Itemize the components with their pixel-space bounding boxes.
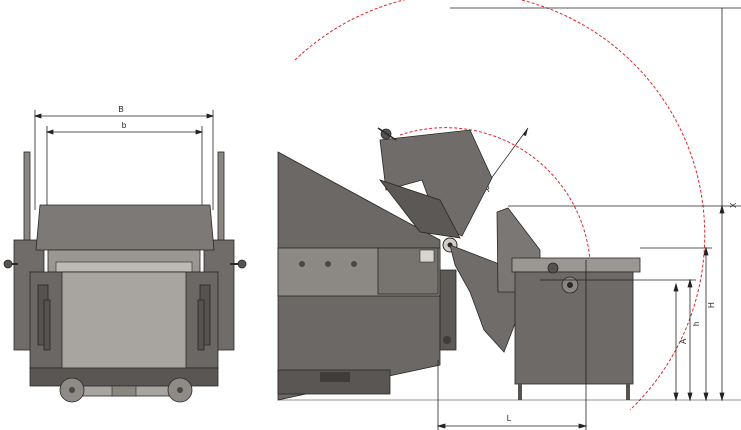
side-linkage: [439, 269, 457, 351]
dimension-B: [33, 110, 215, 210]
handwheel-icon: [561, 276, 579, 294]
tank-leg: [518, 384, 522, 400]
dimension-label-B: B: [118, 105, 123, 114]
caster-wheel-icon: [59, 377, 85, 403]
side-view: R: [277, 0, 741, 430]
dimension-label-h: h: [692, 322, 701, 326]
linkage-pin: [443, 336, 451, 344]
handwheel-icon: [230, 259, 247, 269]
handwheel-icon: [547, 262, 559, 274]
dimension-H: [640, 246, 712, 402]
tank-rim: [511, 257, 641, 273]
dimension-label-X: X: [729, 202, 738, 208]
dimension-L: [436, 260, 588, 430]
front-hopper: [35, 204, 215, 251]
front-roller: [55, 261, 193, 273]
dimension-h: [540, 278, 696, 402]
dimension-label-L: L: [507, 414, 512, 423]
dimension-label-H: H: [707, 302, 716, 308]
control-box: [419, 249, 435, 263]
dimension-A: [673, 282, 679, 402]
dimension-X: [450, 7, 741, 402]
tank-leg: [626, 384, 630, 400]
dimension-label-A: A: [679, 338, 688, 344]
inner-swing-arc: [399, 127, 592, 286]
dimension-label-R: R: [484, 185, 490, 194]
front-linkage: [37, 284, 211, 351]
dimension-b: [45, 126, 204, 210]
front-step: [111, 385, 137, 397]
base-slot: [320, 372, 350, 382]
dimension-label-b: b: [122, 121, 127, 130]
side-bolts: [299, 261, 357, 267]
outer-swing-arc: [294, 0, 706, 411]
handwheel-icon: [377, 127, 397, 141]
handwheel-icon: [3, 259, 18, 269]
front-view: B b: [3, 105, 247, 403]
tilt-bucket: [378, 179, 461, 239]
caster-wheel-icon: [167, 377, 193, 403]
